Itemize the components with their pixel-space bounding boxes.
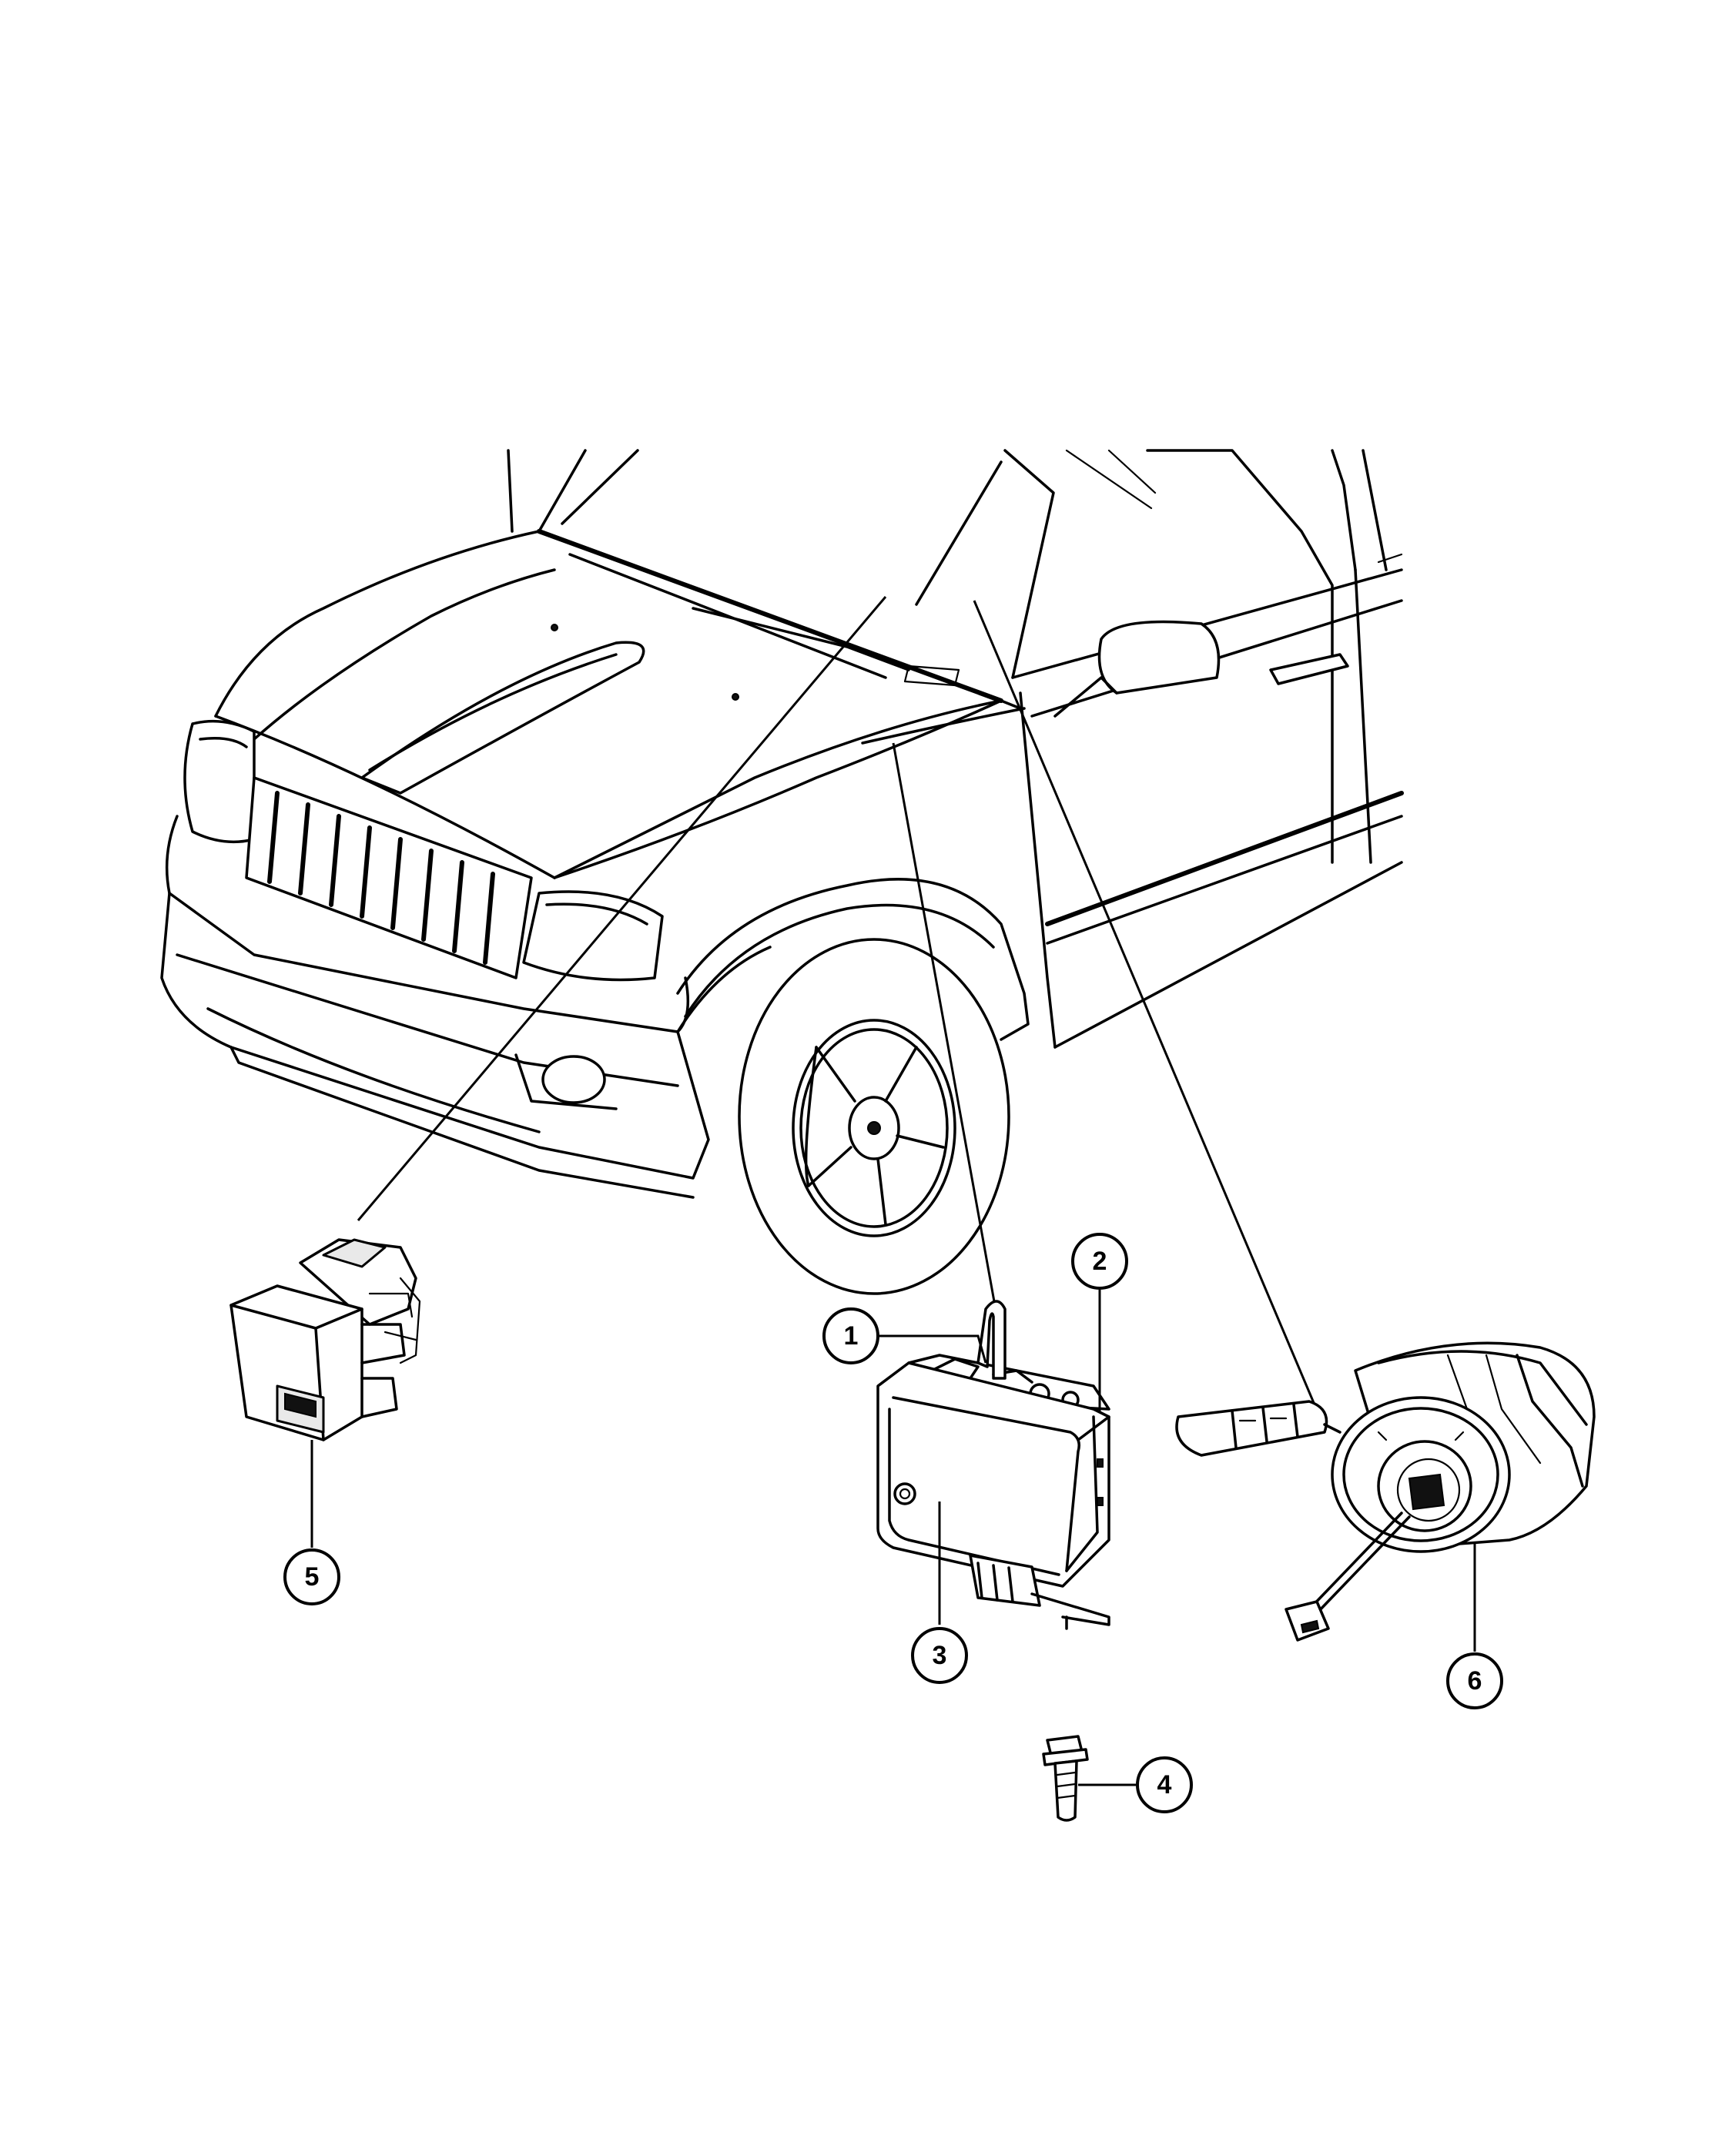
callout-5-label: 5 xyxy=(305,1562,320,1592)
part-4-bolt xyxy=(1042,1735,1136,1822)
callout-3: 3 xyxy=(911,1627,968,1684)
callout-3-label: 3 xyxy=(933,1641,947,1670)
part-5-switch-module xyxy=(229,1238,421,1548)
part-2-3-abs-module xyxy=(876,1290,1110,1630)
leader-lines xyxy=(357,596,1326,1429)
callout-6: 6 xyxy=(1446,1652,1503,1709)
callout-1-label: 1 xyxy=(844,1321,859,1351)
callout-6-label: 6 xyxy=(1468,1666,1482,1696)
part-6-clockspring-switch xyxy=(1175,1341,1596,1652)
callout-4: 4 xyxy=(1136,1756,1193,1813)
callout-2-label: 2 xyxy=(1093,1247,1107,1276)
vehicle-illustration xyxy=(160,449,1404,1295)
callout-5: 5 xyxy=(283,1548,340,1605)
callout-1: 1 xyxy=(822,1307,879,1364)
callout-4-label: 4 xyxy=(1157,1770,1172,1799)
callout-2: 2 xyxy=(1071,1233,1128,1290)
